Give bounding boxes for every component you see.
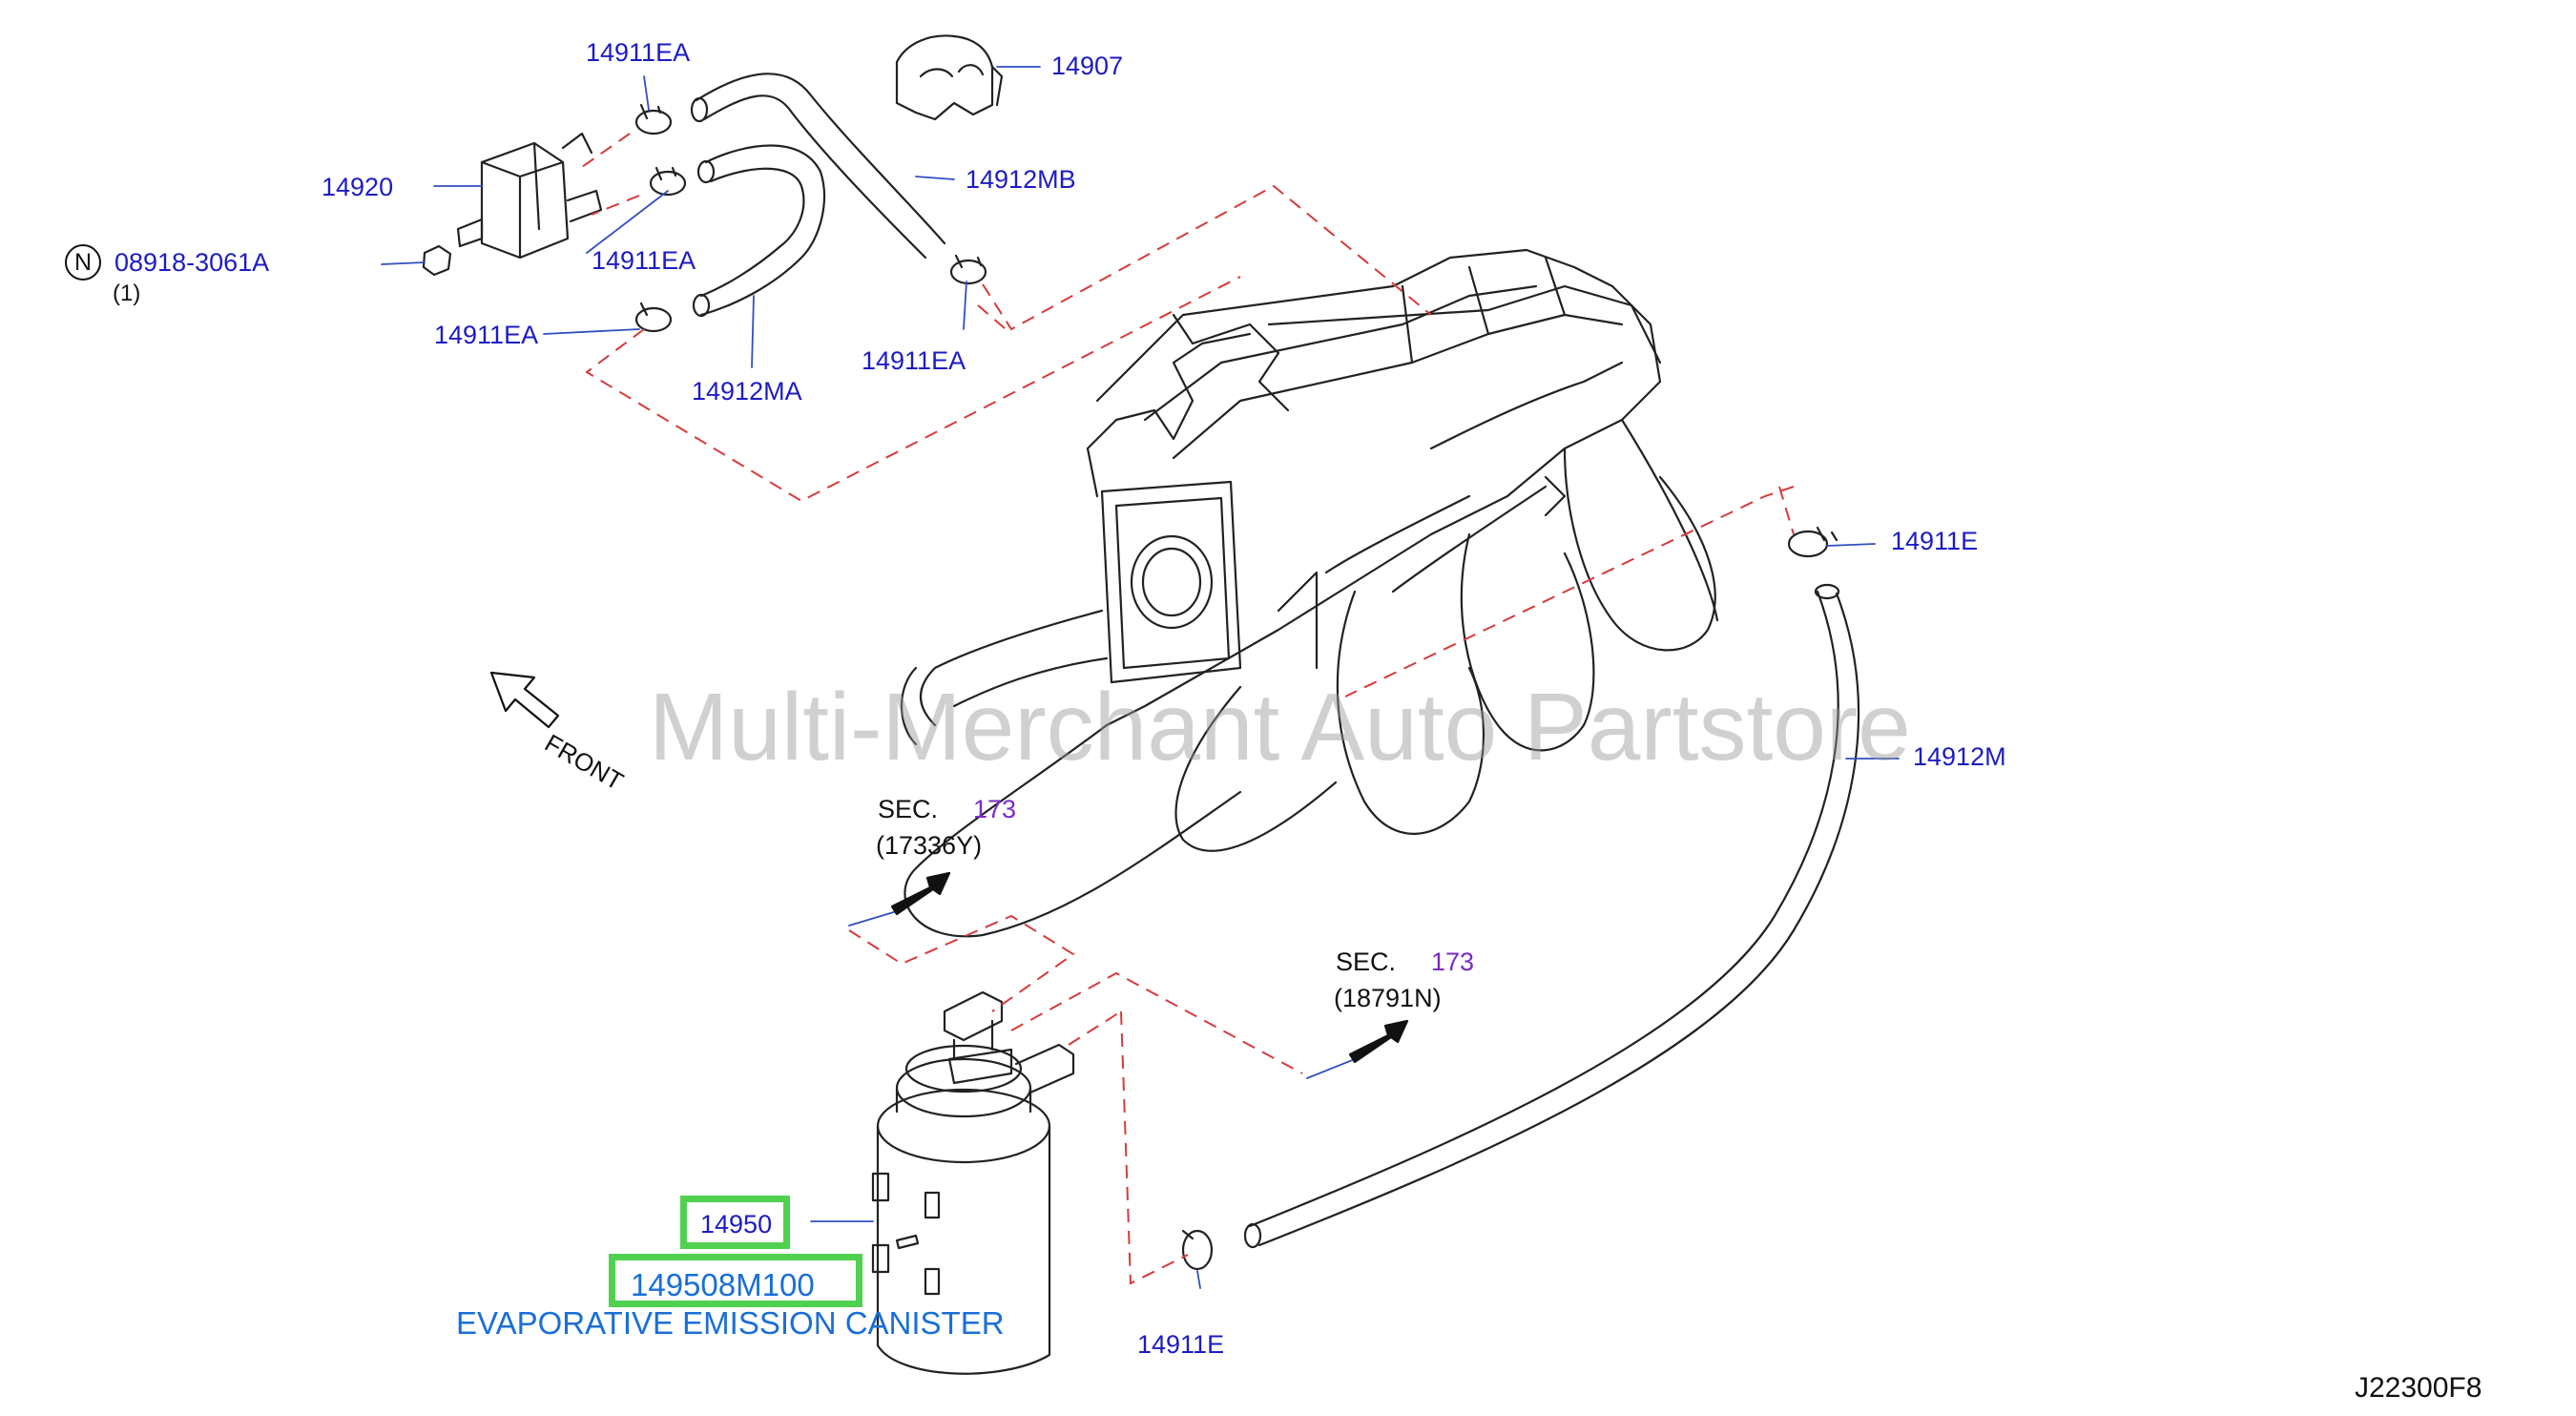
label-14912m[interactable]: 14912M xyxy=(1913,742,2006,771)
clamp-14911e-top xyxy=(1787,526,1839,558)
n-symbol-icon: N xyxy=(65,244,101,281)
label-14911ea-top[interactable]: 14911EA xyxy=(586,38,691,67)
clamp-14911ea-left xyxy=(634,302,673,333)
label-14911ea-mid[interactable]: 14911EA xyxy=(592,246,696,275)
canister-description: EVAPORATIVE EMISSION CANISTER xyxy=(456,1305,1005,1341)
label-08918-qty: (1) xyxy=(113,281,141,306)
solenoid-valve xyxy=(456,132,603,260)
evap-canister xyxy=(871,990,1075,1375)
section-2-ref: (18791N) xyxy=(1334,984,1442,1012)
nut xyxy=(422,244,452,277)
bracket-14907 xyxy=(895,34,1004,121)
diagram-code: J22300F8 xyxy=(2355,1372,2483,1404)
label-14920[interactable]: 14920 xyxy=(322,173,394,201)
label-14911e-top[interactable]: 14911E xyxy=(1891,527,1979,555)
section-arrows xyxy=(890,871,1409,1064)
label-14911ea-right[interactable]: 14911EA xyxy=(862,346,966,375)
highlight-149508m100[interactable]: 149508M100 xyxy=(609,1254,862,1307)
clamp-14911e-bottom xyxy=(1181,1229,1214,1271)
section-2-number[interactable]: 173 xyxy=(1431,947,1475,976)
leader-lines xyxy=(381,66,1900,1289)
label-14911e-bottom[interactable]: 14911E xyxy=(1137,1330,1225,1359)
watermark: Multi-Merchant Auto Partstore xyxy=(649,674,1911,781)
clamp-14911ea-top xyxy=(634,103,673,135)
section-2-prefix: SEC. xyxy=(1336,947,1397,976)
label-149508m100: 149508M100 xyxy=(631,1267,815,1302)
clamp-14911ea-right xyxy=(949,254,987,285)
connection-dashes xyxy=(581,133,1795,1285)
label-14911ea-left[interactable]: 14911EA xyxy=(434,321,539,349)
label-14912mb[interactable]: 14912MB xyxy=(966,165,1076,194)
label-14950: 14950 xyxy=(700,1210,773,1239)
clamp-14911ea-mid xyxy=(649,166,687,197)
label-08918-3061a[interactable]: 08918-3061A xyxy=(114,248,270,277)
section-1-number[interactable]: 173 xyxy=(973,795,1017,823)
hose-14912ma xyxy=(692,144,826,318)
label-14907[interactable]: 14907 xyxy=(1051,52,1124,80)
hose-14912m xyxy=(1243,583,1860,1249)
label-14912ma[interactable]: 14912MA xyxy=(692,377,802,406)
section-1-prefix: SEC. xyxy=(878,795,939,823)
front-arrow xyxy=(489,671,560,729)
intake-manifold xyxy=(900,248,1719,938)
highlight-14950[interactable]: 14950 xyxy=(680,1196,790,1249)
section-1-ref: (17336Y) xyxy=(876,831,983,860)
hose-14912mb xyxy=(690,73,946,260)
